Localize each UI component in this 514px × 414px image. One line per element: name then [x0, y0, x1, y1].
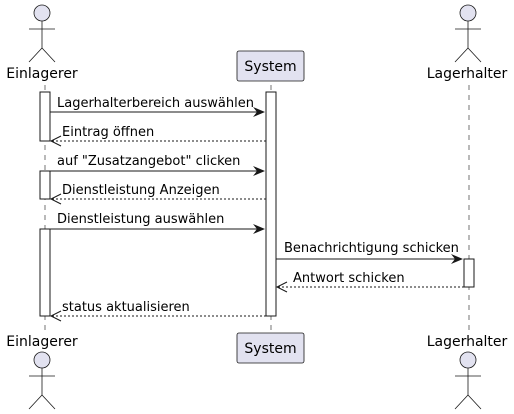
activation-einlagerer-1 — [39, 91, 51, 142]
message-5: Dienstleistung auswählen — [45, 212, 265, 234]
message-4: Dienstleistung Anzeigen — [49, 183, 266, 205]
actor-leg-right — [467, 394, 482, 410]
message-label: Dienstleistung auswählen — [57, 212, 224, 227]
arrowhead — [253, 224, 265, 234]
actor-head — [459, 351, 477, 369]
participant-label-einlagerer-top: Einlagerer — [6, 66, 78, 82]
actor-einlagerer-top — [28, 4, 56, 63]
actor-head — [459, 4, 477, 22]
participant-box-system-bottom — [236, 332, 305, 364]
message-label: Dienstleistung Anzeigen — [62, 183, 220, 198]
actor-leg-right — [41, 47, 56, 63]
lifelines — [44, 85, 470, 330]
activation-einlagerer-2 — [39, 170, 51, 200]
arrowhead — [253, 107, 265, 117]
message-label: status aktualisieren — [62, 300, 190, 315]
arrowhead — [49, 193, 62, 205]
message-label: Eintrag öffnen — [62, 125, 154, 140]
actor-leg-right — [467, 47, 482, 63]
arrowhead — [49, 135, 62, 147]
actor-leg-right — [41, 394, 56, 410]
participant-box-system-top — [236, 50, 305, 82]
activation-einlagerer-3 — [39, 228, 51, 317]
participant-label-system-bottom: System — [244, 341, 296, 357]
message-label: Benachrichtigung schicken — [284, 241, 459, 256]
activation-system — [265, 91, 277, 317]
actor-leg-left — [28, 394, 43, 410]
activation-lagerhalter — [463, 258, 475, 288]
actor-leg-left — [28, 47, 43, 63]
message-6: Benachrichtigung schicken — [276, 241, 463, 264]
message-label: auf "Zusatzangebot" clicken — [57, 154, 240, 169]
arrowhead — [451, 254, 463, 264]
message-3: auf "Zusatzangebot" clicken — [45, 154, 265, 176]
actor-lagerhalter-bottom — [454, 351, 482, 410]
message-8: status aktualisieren — [49, 300, 266, 322]
message-1: Lagerhalterbereich auswählen — [50, 96, 265, 117]
message-label: Antwort schicken — [293, 271, 405, 286]
message-7: Antwort schicken — [275, 271, 464, 293]
actor-lagerhalter-top — [454, 4, 482, 63]
arrowhead — [275, 281, 288, 293]
participant-label-lagerhalter-top: Lagerhalter — [427, 66, 508, 82]
participant-label-lagerhalter-bottom: Lagerhalter — [427, 334, 508, 350]
activations — [39, 91, 475, 317]
arrowhead — [253, 166, 265, 176]
actor-head — [33, 351, 51, 369]
actor-leg-left — [454, 47, 469, 63]
participant-label-einlagerer-bottom: Einlagerer — [6, 334, 78, 350]
actor-head — [33, 4, 51, 22]
arrowhead — [49, 310, 62, 322]
participant-label-system-top: System — [244, 59, 296, 75]
message-label: Lagerhalterbereich auswählen — [57, 96, 254, 111]
actor-leg-left — [454, 394, 469, 410]
message-2: Eintrag öffnen — [49, 125, 266, 147]
actor-einlagerer-bottom — [28, 351, 56, 410]
